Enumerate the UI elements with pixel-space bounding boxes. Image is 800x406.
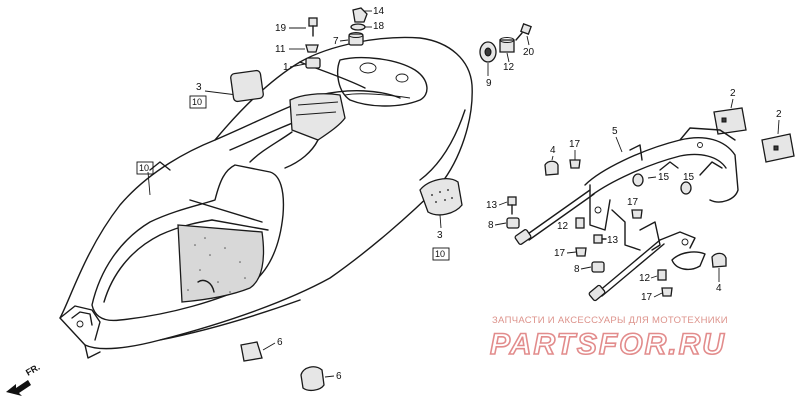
- callout-3-mid: 3: [437, 230, 443, 241]
- svg-text:10: 10: [192, 97, 202, 107]
- watermark-logo: PARTSFOR.RU: [490, 328, 726, 361]
- callout-15: 14: [373, 6, 385, 17]
- callout-4-left: 4: [550, 145, 556, 156]
- fastener-17-a: [569, 159, 581, 169]
- damper-1: [305, 57, 321, 69]
- damper-7: [348, 32, 364, 46]
- cushion-6-b: [300, 366, 325, 392]
- storage-stipple: [187, 237, 246, 293]
- watermark: ЗАПЧАСТИ И АКСЕССУАРЫ ДЛЯ МОТОТЕХНИКИ PA…: [489, 315, 728, 362]
- callout-9: 9: [486, 78, 492, 89]
- cushion-3-top: [230, 69, 264, 103]
- nut-12-a: [575, 217, 585, 229]
- callout-3-top: 3: [196, 82, 202, 93]
- bolt-13-b: [593, 234, 607, 244]
- fastener-17-c: [575, 247, 587, 257]
- cap-15: [352, 7, 368, 23]
- fastener-17-b: [631, 209, 643, 219]
- callout-16-a: 15: [658, 172, 670, 183]
- callout-11: 11: [275, 44, 286, 55]
- nut-12-b: [657, 269, 667, 281]
- rod-left: [514, 189, 595, 245]
- callout-17-d: 17: [641, 292, 653, 303]
- grommet-18: [350, 23, 366, 31]
- bolt-19: [308, 17, 318, 37]
- nut-16-a: [632, 173, 644, 187]
- rear-fender-bracket: [584, 127, 739, 271]
- ref-box-10-top: 10: [189, 95, 207, 109]
- fastener-17-d: [661, 287, 673, 297]
- damper-8-b: [591, 261, 605, 273]
- callout-8-b: 8: [574, 264, 580, 275]
- callout-6-b: 6: [336, 371, 342, 382]
- bolt-20: [515, 23, 532, 41]
- callout-13-a: 13: [486, 200, 498, 211]
- callout-19: 19: [275, 23, 287, 34]
- callout-1: 1: [283, 62, 289, 73]
- leader-10-left: [147, 171, 151, 196]
- cushion-4-left: [544, 160, 559, 176]
- callout-17-a: 17: [569, 139, 581, 150]
- front-direction-arrow: FR.: [6, 362, 42, 396]
- callout-17-c: 17: [554, 248, 566, 259]
- collar-14: [499, 37, 515, 53]
- bolt-13-a: [507, 196, 517, 215]
- nut-16-b: [680, 181, 692, 195]
- callout-17-b: 17: [627, 197, 639, 208]
- reflector-2-top: [713, 107, 747, 135]
- callout-5: 5: [612, 126, 618, 137]
- ref-box-10-left: 10: [136, 161, 154, 175]
- cushion-4-right: [711, 252, 727, 268]
- collar-11: [305, 44, 319, 53]
- watermark-tagline: ЗАПЧАСТИ И АКСЕССУАРЫ ДЛЯ МОТОТЕХНИКИ: [492, 315, 728, 326]
- callout-14: 12: [503, 62, 515, 73]
- callout-16-b: 15: [683, 172, 695, 183]
- cushion-6-a: [240, 341, 263, 362]
- rear-body-cowl: [59, 36, 473, 359]
- callout-7: 7: [333, 36, 339, 47]
- cushion-3-mid: [419, 178, 463, 216]
- callout-12-a: 12: [557, 221, 569, 232]
- callout-8-a: 8: [488, 220, 494, 231]
- svg-text:10: 10: [435, 249, 445, 259]
- direction-label: FR.: [24, 362, 42, 378]
- nut-9: [479, 41, 497, 63]
- rod-right: [588, 239, 665, 302]
- callout-13-b: 13: [607, 235, 619, 246]
- callout-6-a: 6: [277, 337, 283, 348]
- callout-12-b: 12: [639, 273, 651, 284]
- callout-18: 18: [373, 21, 385, 32]
- ref-box-10-mid: 10: [432, 247, 450, 261]
- callout-20: 20: [523, 47, 535, 58]
- callout-labels: 19 14 18 7 11 1 9 12 20 3 3 2 2 5 4 4 17…: [196, 6, 782, 382]
- callout-2-top: 2: [730, 88, 736, 99]
- callout-4-right: 4: [716, 283, 722, 294]
- damper-8-a: [506, 217, 520, 229]
- reflector-2-right: [761, 133, 795, 163]
- svg-text:10: 10: [139, 163, 149, 173]
- callout-2-right: 2: [776, 109, 782, 120]
